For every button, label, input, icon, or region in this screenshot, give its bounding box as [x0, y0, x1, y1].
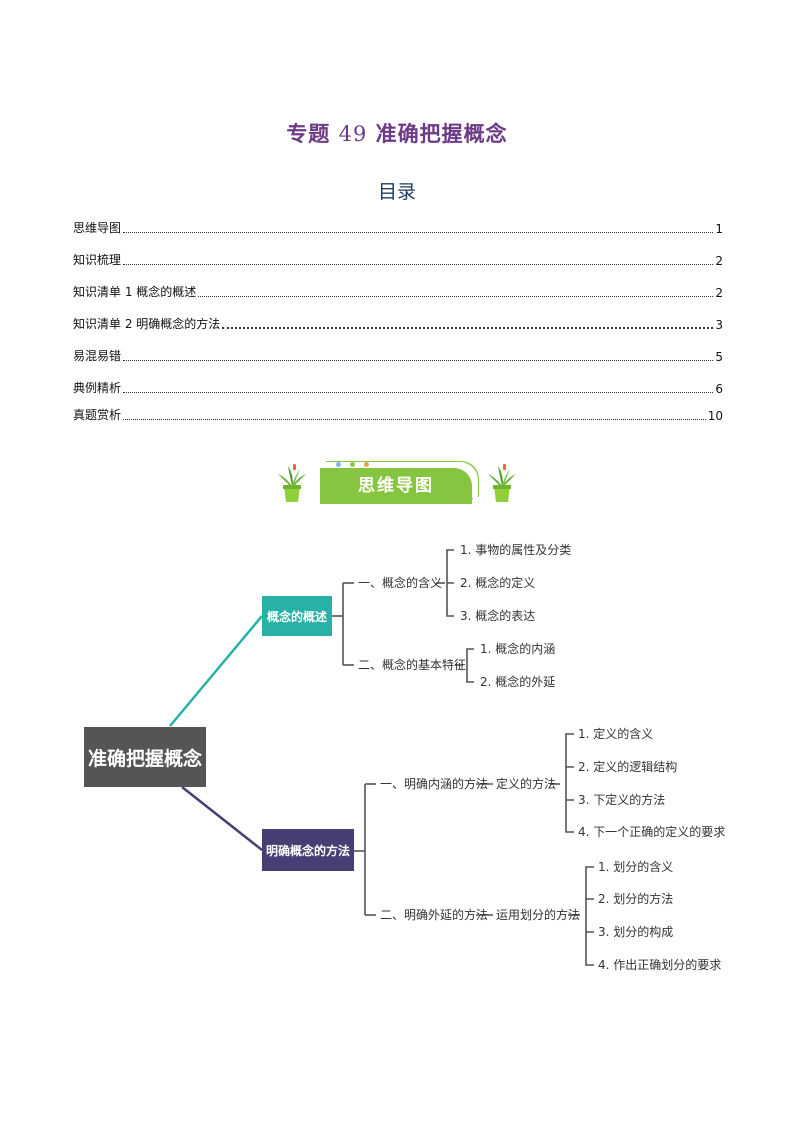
leaf-item: 2. 概念的外延 [480, 675, 556, 689]
toc-entry-label: 典例精析 [73, 381, 122, 395]
branch-node-overview[interactable]: 概念的概述 [262, 596, 332, 636]
potted-plant-icon [278, 464, 306, 502]
toc-entry-page: 1 [715, 222, 723, 236]
sub-topic-extension: 二、明确外延的方法 [380, 908, 489, 922]
sub-topic-method: 定义的方法 [496, 777, 557, 791]
toc-entry[interactable]: 典例精析 6 [73, 378, 723, 396]
banner-title: 思维导图 [358, 476, 434, 496]
sub-topic-meaning: 一、概念的含义 [358, 576, 443, 590]
section-banner: 思维导图 [276, 458, 526, 512]
title-prefix: 专题 [286, 121, 331, 146]
toc-entry-page: 5 [715, 350, 723, 364]
title-suffix: 准确把握概念 [375, 121, 508, 146]
toc-leader [123, 359, 714, 361]
toc-leader [198, 295, 714, 297]
leaf-item: 2. 概念的定义 [460, 576, 536, 590]
toc-entry-label: 易混易错 [73, 349, 122, 363]
toc-entry-page: 2 [715, 254, 723, 268]
sub-topic-features: 二、概念的基本特征 [358, 658, 467, 672]
toc-entry-page: 10 [707, 409, 723, 423]
banner-outline [326, 461, 473, 499]
toc-entry-label: 知识清单 2 明确概念的方法 [73, 317, 221, 331]
sub-topic-intension: 一、明确内涵的方法 [380, 777, 489, 791]
toc-entry-label: 知识清单 1 概念的概述 [73, 285, 197, 299]
leaf-item: 1. 概念的内涵 [480, 642, 556, 656]
toc-heading: 目录 [377, 181, 416, 203]
toc-entry-page: 3 [715, 318, 723, 332]
toc-entry-label: 真题赏析 [73, 408, 122, 422]
document-title: 专题 49 准确把握概念 [0, 118, 794, 148]
sub-topic-method: 运用划分的方法 [496, 908, 581, 922]
leaf-item: 3. 划分的构成 [598, 925, 674, 939]
potted-plant-icon [488, 464, 516, 502]
toc-entry[interactable]: 思维导图 1 [73, 218, 723, 236]
leaf-item: 1. 定义的含义 [578, 727, 654, 741]
title-number: 49 [338, 122, 368, 146]
toc-entry-label: 思维导图 [73, 221, 122, 235]
decor-dot [350, 462, 355, 467]
decor-dot [336, 462, 341, 467]
toc-leader [123, 418, 706, 420]
toc-entry[interactable]: 知识清单 2 明确概念的方法 3 [73, 314, 723, 332]
toc-leader [222, 326, 714, 329]
toc-entry-page: 6 [715, 382, 723, 396]
leaf-item: 2. 定义的逻辑结构 [578, 760, 678, 774]
banner-box [320, 468, 472, 504]
mindmap-root-node[interactable]: 准确把握概念 [84, 727, 206, 787]
toc-entry[interactable]: 知识梳理 2 [73, 250, 723, 268]
leaf-item: 4. 作出正确划分的要求 [598, 958, 722, 972]
toc-entry[interactable]: 知识清单 1 概念的概述 2 [73, 282, 723, 300]
decor-dot [364, 462, 369, 467]
toc-leader [123, 231, 714, 233]
leaf-item: 3. 下定义的方法 [578, 793, 666, 807]
toc-entry[interactable]: 易混易错 5 [73, 346, 723, 364]
toc-entry-page: 2 [715, 286, 723, 300]
leaf-item: 1. 划分的含义 [598, 860, 674, 874]
toc-leader [123, 391, 714, 393]
leaf-item: 4. 下一个正确的定义的要求 [578, 825, 726, 839]
toc-leader [123, 263, 714, 265]
toc-entry[interactable]: 真题赏析 10 [73, 405, 723, 423]
leaf-item: 1. 事物的属性及分类 [460, 543, 572, 557]
leaf-item: 2. 划分的方法 [598, 892, 674, 906]
branch-node-methods[interactable]: 明确概念的方法 [262, 829, 354, 871]
toc-entry-label: 知识梳理 [73, 253, 122, 267]
leaf-item: 3. 概念的表达 [460, 609, 536, 623]
